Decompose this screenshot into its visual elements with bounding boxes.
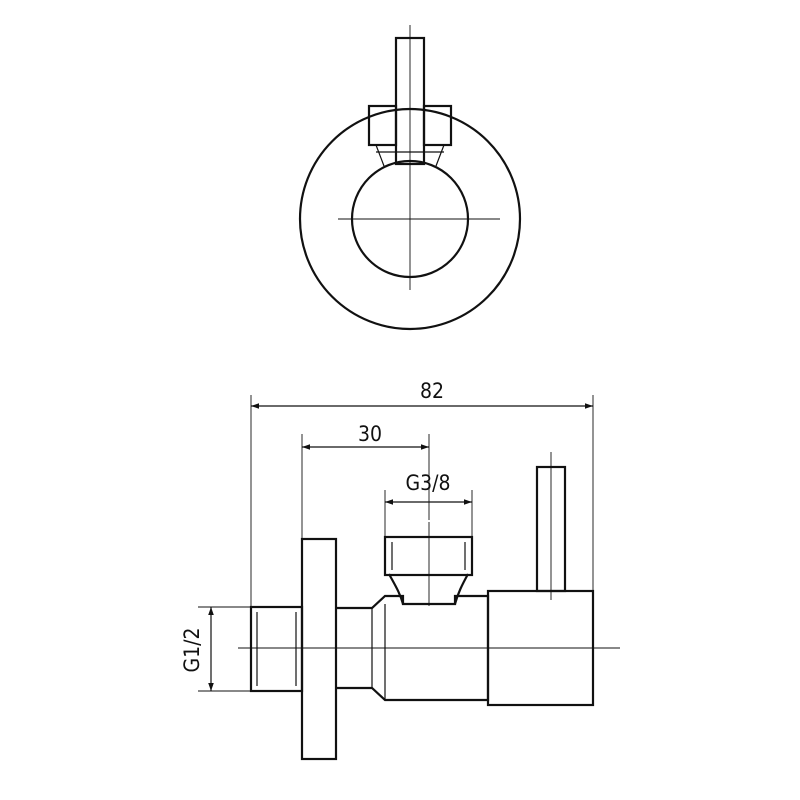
top-view-right-lug [422,104,453,147]
dimension-label-overall-width: 82 [420,379,444,403]
wall-flange [300,537,338,761]
dimensions: 82 30 G3/8 G1/2 [180,379,594,692]
top-view-left-lug [367,104,398,147]
top-view [298,25,522,331]
dimension-label-outlet-thread: G3/8 [405,471,450,495]
outlet-nozzle [388,573,469,605]
dimension-label-inlet-to-outlet: 30 [358,422,382,446]
front-view [238,452,620,761]
inlet-thread [249,605,304,693]
outlet-nut [383,535,474,577]
dimension-label-inlet-thread: G1/2 [180,627,204,672]
valve-body [336,594,490,702]
